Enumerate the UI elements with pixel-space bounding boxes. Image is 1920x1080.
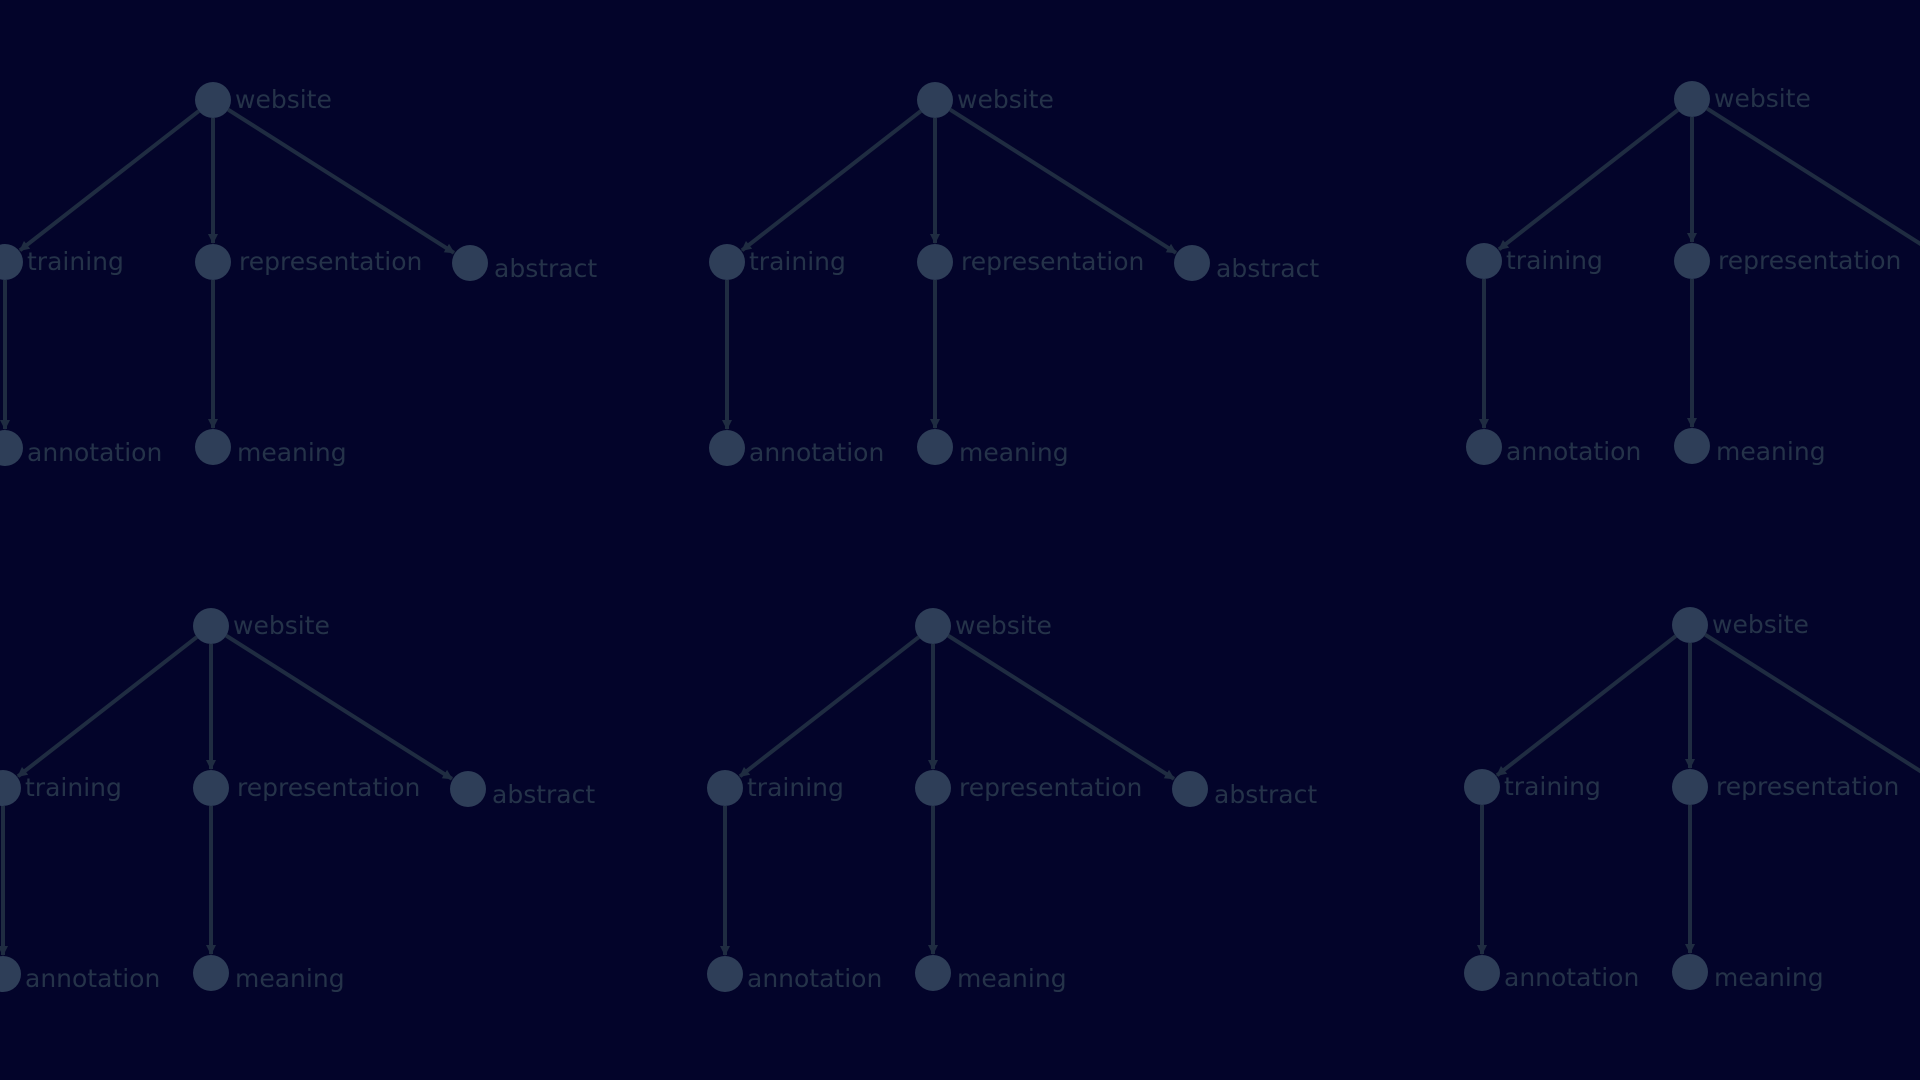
node-training: [707, 770, 743, 806]
edge-website-abstract: [1706, 106, 1920, 246]
node-label-representation: representation: [239, 247, 422, 276]
node-website: [1672, 607, 1708, 643]
node-label-representation: representation: [959, 773, 1142, 802]
edge-website-abstract: [225, 633, 454, 781]
node-label-representation: representation: [237, 773, 420, 802]
node-label-representation: representation: [1718, 246, 1901, 275]
node-annotation: [707, 956, 743, 992]
node-label-annotation: annotation: [27, 438, 162, 467]
edge-website-abstract: [1704, 632, 1920, 774]
node-label-annotation: annotation: [25, 964, 160, 993]
graph-tile: website training representation abstract ann…: [707, 608, 1317, 993]
node-annotation: [1464, 955, 1500, 991]
node-label-abstract: abstract: [492, 780, 595, 809]
node-label-annotation: annotation: [747, 964, 882, 993]
edge-website-training: [738, 635, 921, 778]
node-website: [1674, 81, 1710, 117]
node-representation: [915, 770, 951, 806]
node-training: [0, 244, 23, 280]
node-label-meaning: meaning: [957, 964, 1067, 993]
node-label-website: website: [235, 85, 332, 114]
node-label-website: website: [1712, 610, 1809, 639]
node-label-training: training: [1504, 772, 1601, 801]
node-label-annotation: annotation: [1504, 963, 1639, 992]
node-training: [0, 770, 21, 806]
node-label-abstract: abstract: [1214, 780, 1317, 809]
node-abstract: [450, 771, 486, 807]
node-label-training: training: [749, 247, 846, 276]
node-meaning: [917, 429, 953, 465]
edge-website-training: [1495, 634, 1678, 777]
edge-website-abstract: [949, 107, 1178, 255]
node-training: [1464, 769, 1500, 805]
node-label-training: training: [25, 773, 122, 802]
edge-website-training: [740, 109, 923, 252]
edge-website-abstract: [947, 633, 1176, 781]
node-label-meaning: meaning: [1716, 437, 1826, 466]
node-label-training: training: [27, 247, 124, 276]
node-annotation: [709, 430, 745, 466]
node-representation: [193, 770, 229, 806]
node-representation: [1672, 769, 1708, 805]
graph-tile: website training representation abstract ann…: [0, 82, 597, 467]
node-representation: [195, 244, 231, 280]
node-annotation: [0, 430, 23, 466]
node-website: [195, 82, 231, 118]
edge-website-training: [16, 635, 199, 778]
node-label-training: training: [1506, 246, 1603, 275]
node-meaning: [1674, 428, 1710, 464]
graph-tile: websitetrainingrepresentationabstractann…: [1464, 607, 1920, 992]
node-meaning: [915, 955, 951, 991]
node-website: [917, 82, 953, 118]
node-label-meaning: meaning: [959, 438, 1069, 467]
graph-tile: websitetrainingrepresentationabstractann…: [1466, 81, 1920, 466]
node-label-abstract: abstract: [1216, 254, 1319, 283]
node-label-website: website: [955, 611, 1052, 640]
node-annotation: [0, 956, 21, 992]
node-representation: [917, 244, 953, 280]
node-label-representation: representation: [1716, 772, 1899, 801]
node-label-website: website: [233, 611, 330, 640]
node-website: [193, 608, 229, 644]
node-label-representation: representation: [961, 247, 1144, 276]
node-annotation: [1466, 429, 1502, 465]
node-training: [709, 244, 745, 280]
node-label-website: website: [1714, 84, 1811, 113]
node-training: [1466, 243, 1502, 279]
node-label-annotation: annotation: [749, 438, 884, 467]
node-meaning: [193, 955, 229, 991]
edge-website-training: [1497, 108, 1680, 251]
node-abstract: [1174, 245, 1210, 281]
node-label-meaning: meaning: [1714, 963, 1824, 992]
node-label-meaning: meaning: [237, 438, 347, 467]
node-meaning: [195, 429, 231, 465]
edge-website-training: [18, 109, 201, 252]
node-abstract: [452, 245, 488, 281]
node-label-abstract: abstract: [494, 254, 597, 283]
node-label-annotation: annotation: [1506, 437, 1641, 466]
graph-tile: website training representation abstract ann…: [0, 608, 595, 993]
edge-website-abstract: [227, 107, 456, 255]
node-abstract: [1172, 771, 1208, 807]
node-meaning: [1672, 954, 1708, 990]
node-website: [915, 608, 951, 644]
node-label-training: training: [747, 773, 844, 802]
graph-tile: website training representation abstract ann…: [709, 82, 1319, 467]
node-representation: [1674, 243, 1710, 279]
node-label-website: website: [957, 85, 1054, 114]
node-label-meaning: meaning: [235, 964, 345, 993]
